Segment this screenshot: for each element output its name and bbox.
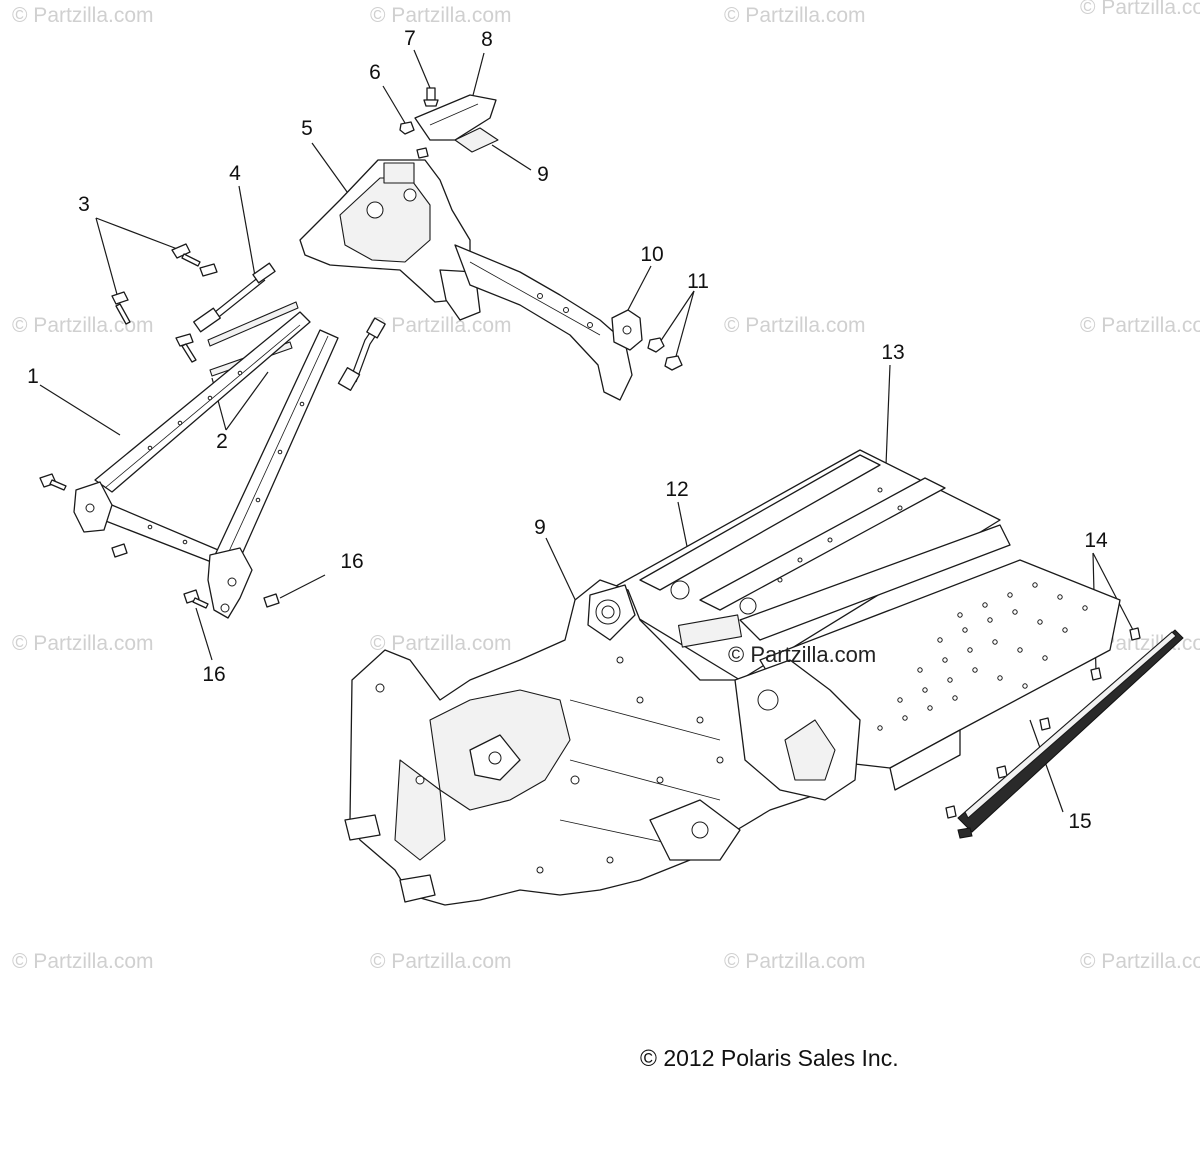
watermark: © Partzilla.com xyxy=(370,632,512,655)
inline-watermark: © Partzilla.com xyxy=(728,642,877,667)
watermark: © Partzilla.com xyxy=(370,4,512,27)
bulkhead-chassis xyxy=(344,579,861,906)
rail-part-15 xyxy=(957,629,1184,839)
screw-part-14 xyxy=(945,627,1141,819)
callout-14: 14 xyxy=(1084,529,1108,552)
screw-small xyxy=(416,147,429,159)
steering-post-part-5 xyxy=(299,159,633,401)
clamp-part-10 xyxy=(611,309,643,351)
callout-4: 4 xyxy=(229,162,241,185)
watermark: © Partzilla.com xyxy=(724,4,866,27)
watermark: © Partzilla.com xyxy=(12,4,154,27)
callout-10: 10 xyxy=(640,243,664,266)
watermark: © Partzilla.com xyxy=(724,950,866,973)
watermark: © Partzilla.com xyxy=(370,314,512,337)
harness-part-4 xyxy=(193,262,386,391)
callout-2: 2 xyxy=(216,430,228,453)
callout-13: 13 xyxy=(881,341,905,364)
callout-6: 6 xyxy=(369,61,381,84)
watermark: © Partzilla.com xyxy=(12,632,154,655)
nut-part-6 xyxy=(399,121,415,135)
callout-9: 9 xyxy=(537,163,549,186)
callout-1: 1 xyxy=(27,365,39,388)
cover-part-8 xyxy=(414,94,497,141)
watermark: © Partzilla.com xyxy=(12,314,154,337)
watermark: © Partzilla.com xyxy=(370,950,512,973)
watermark: © Partzilla.com xyxy=(1080,314,1200,337)
bolt-part-3 xyxy=(111,243,218,363)
callout-5: 5 xyxy=(301,117,313,140)
watermark: © Partzilla.com xyxy=(12,950,154,973)
bolt-part-7 xyxy=(423,87,439,107)
bolt-part-16 xyxy=(39,473,280,609)
callout-16: 16 xyxy=(340,550,364,573)
callout-11: 11 xyxy=(687,270,709,293)
callout-3: 3 xyxy=(78,193,90,216)
callout-7: 7 xyxy=(404,27,416,50)
callout-15: 15 xyxy=(1068,810,1092,833)
watermark: © Partzilla.com xyxy=(1080,0,1200,19)
watermark: © Partzilla.com xyxy=(1080,950,1200,973)
pad-part-9-top xyxy=(454,127,499,153)
callout-16: 16 xyxy=(202,663,226,686)
front-frame-part-1 xyxy=(73,311,339,619)
watermark: © Partzilla.com xyxy=(724,314,866,337)
nut-part-11 xyxy=(647,337,683,371)
callout-12: 12 xyxy=(665,478,689,501)
callout-8: 8 xyxy=(481,28,493,51)
running-board-holes xyxy=(877,582,1088,731)
callout-9: 9 xyxy=(534,516,546,539)
copyright-notice: © 2012 Polaris Sales Inc. xyxy=(640,1045,899,1071)
tunnel-part-13 xyxy=(599,449,1011,681)
